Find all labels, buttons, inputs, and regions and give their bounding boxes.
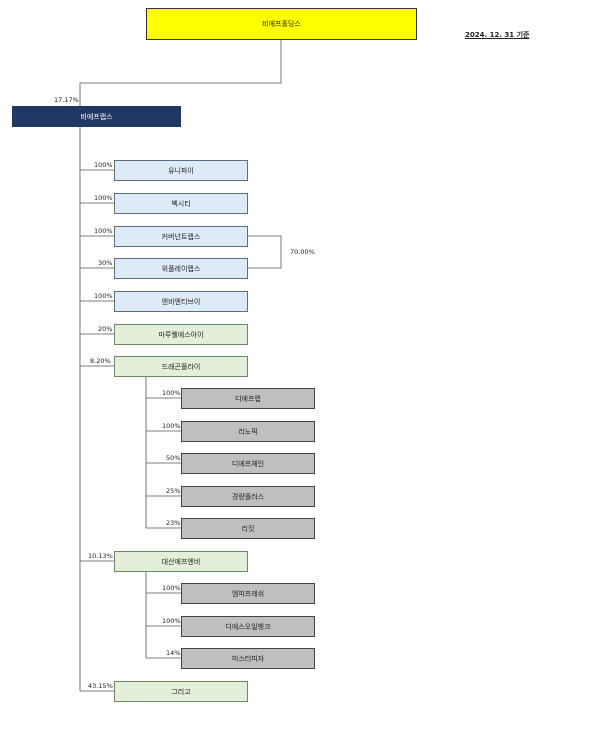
- subsidiary-box: 위플레이랩스: [114, 258, 248, 279]
- grandchild-box: 디에프랩: [181, 388, 315, 409]
- holding-company-label: 비에프홀딩스: [262, 20, 301, 28]
- subsidiary-label: 드래곤플라이: [161, 362, 201, 371]
- grandchild-label: 경량플러스: [231, 492, 265, 501]
- grandchild-box: 미스터피자: [181, 648, 315, 669]
- subsidiary-box: 유니파이: [114, 160, 248, 181]
- subsidiary-label: 대산에프엔비: [161, 557, 201, 566]
- grandchild-label: 미스터피자: [231, 654, 265, 663]
- subsidiary-box: 마루웰에스아이: [114, 324, 248, 345]
- parent-share-label: 17.17%: [54, 96, 79, 104]
- grandchild-share: 100%: [162, 617, 181, 625]
- grandchild-label: 엠피프레쉬: [231, 589, 265, 598]
- reference-date: 2024. 12. 31 기준: [465, 31, 530, 39]
- subsidiary-label: 벡시티: [171, 199, 191, 208]
- subsidiary-share: 100%: [94, 161, 113, 169]
- grandchild-share: 23%: [166, 519, 181, 527]
- grandchild-share: 100%: [162, 584, 181, 592]
- combined-share-label: 70.00%: [290, 248, 315, 256]
- subsidiary-share: 100%: [94, 292, 113, 300]
- parent-company-box: 비에프랩스: [12, 106, 181, 127]
- grandchild-box: 리노픽: [181, 421, 315, 442]
- subsidiary-box: 그리고: [114, 681, 248, 702]
- grandchild-share: 14%: [166, 649, 181, 657]
- grandchild-label: 디에프체인: [231, 459, 265, 468]
- subsidiary-box: 드래곤플라이: [114, 356, 248, 377]
- subsidiary-label: 커버넌트랩스: [161, 232, 201, 241]
- grandchild-box: 디에스오일뱅크: [181, 616, 315, 637]
- subsidiary-share: 10.13%: [88, 552, 113, 560]
- subsidiary-share: 8.20%: [90, 357, 111, 365]
- subsidiary-box: 커버넌트랩스: [114, 226, 248, 247]
- grandchild-label: 디에스오일뱅크: [225, 622, 271, 631]
- grandchild-box: 리킷: [181, 518, 315, 539]
- subsidiary-box: 벡시티: [114, 193, 248, 214]
- grandchild-share: 50%: [166, 454, 181, 462]
- subsidiary-label: 엔비엔티브이: [161, 297, 201, 306]
- subsidiary-label: 위플레이랩스: [161, 264, 201, 273]
- grandchild-share: 100%: [162, 389, 181, 397]
- parent-company-label: 비에프랩스: [80, 112, 113, 121]
- grandchild-label: 디에프랩: [235, 394, 261, 403]
- grandchild-box: 경량플러스: [181, 486, 315, 507]
- grandchild-box: 엠피프레쉬: [181, 583, 315, 604]
- subsidiary-share: 100%: [94, 194, 113, 202]
- grandchild-share: 25%: [166, 487, 181, 495]
- subsidiary-share: 100%: [94, 227, 113, 235]
- subsidiary-share: 30%: [98, 259, 113, 267]
- subsidiary-label: 마루웰에스아이: [158, 330, 204, 339]
- grandchild-box: 디에프체인: [181, 453, 315, 474]
- grandchild-share: 100%: [162, 422, 181, 430]
- subsidiary-box: 대산에프엔비: [114, 551, 248, 572]
- subsidiary-share: 20%: [98, 325, 113, 333]
- subsidiary-box: 엔비엔티브이: [114, 291, 248, 312]
- subsidiary-label: 그리고: [171, 687, 191, 696]
- holding-company-box: 비에프홀딩스: [146, 8, 417, 40]
- subsidiary-label: 유니파이: [168, 166, 194, 175]
- grandchild-label: 리노픽: [238, 427, 258, 436]
- subsidiary-share: 43.15%: [88, 682, 113, 690]
- grandchild-label: 리킷: [241, 524, 255, 533]
